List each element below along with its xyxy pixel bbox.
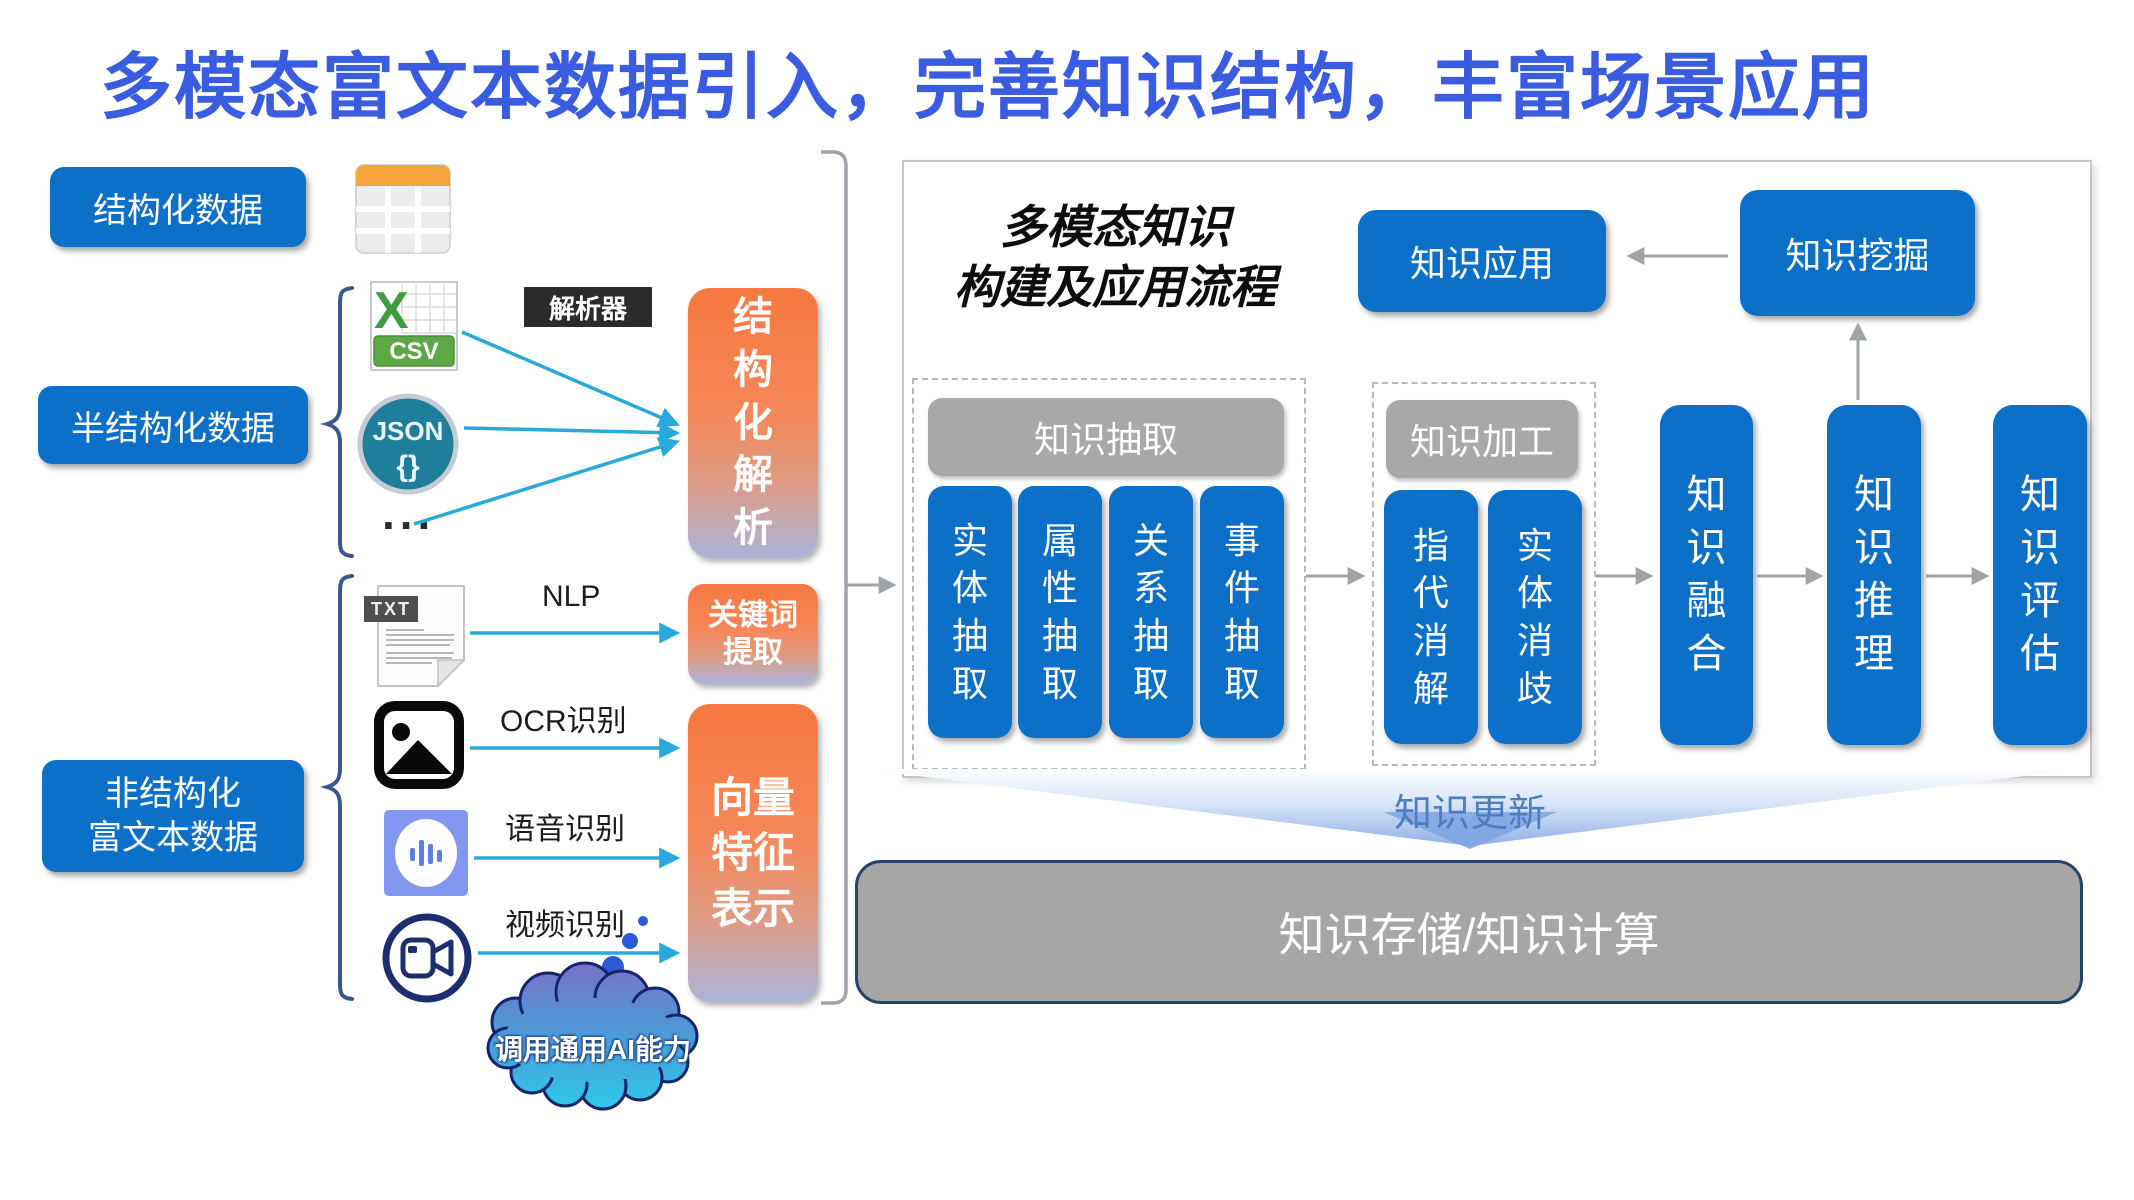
panel-title: 多模态知识 构建及应用流程 <box>954 201 1276 313</box>
node-structured-data: 结构化数据 <box>50 167 306 247</box>
ai-cloud-shape <box>486 916 699 1111</box>
bracket-left-outputs <box>821 150 848 1005</box>
node-keyword-extraction: 关键词提取 <box>688 584 818 684</box>
brace-semi-structured <box>320 286 354 558</box>
header-knowledge-refinement: 知识加工 <box>1386 400 1578 478</box>
node-knowledge-evaluation: 知识评估 <box>1993 405 2087 745</box>
json-braces: {} <box>396 450 420 483</box>
node-knowledge-application: 知识应用 <box>1358 210 1606 312</box>
group-knowledge-refinement <box>1372 382 1596 766</box>
table-grid-icon <box>355 164 451 254</box>
node-knowledge-mining: 知识挖掘 <box>1740 190 1975 316</box>
csv-spreadsheet-icon: X CSV <box>370 281 458 371</box>
node-knowledge-fusion: 知识融合 <box>1660 405 1753 745</box>
image-icon <box>374 701 464 789</box>
node-attribute-extraction: 属性抽取 <box>1018 486 1102 738</box>
json-circle-icon: JSON {} <box>357 393 459 495</box>
node-knowledge-reasoning: 知识推理 <box>1827 405 1921 745</box>
node-coreference-resolution: 指代消解 <box>1384 490 1478 744</box>
txt-document-icon: TXT <box>364 585 466 688</box>
video-camera-icon <box>382 913 472 1003</box>
node-entity-disambiguation: 实体消歧 <box>1488 490 1582 744</box>
label-knowledge-update: 知识更新 <box>1393 793 1546 835</box>
csv-x-letter: X <box>374 282 409 340</box>
knowledge-update-chevron <box>862 769 2080 849</box>
more-sources-ellipsis: ... <box>382 487 436 539</box>
arrow-json-to-parse <box>463 422 681 444</box>
brace-unstructured <box>320 574 354 1001</box>
node-semi-structured-data: 半结构化数据 <box>38 386 308 464</box>
node-event-extraction: 事件抽取 <box>1200 486 1284 738</box>
json-text: JSON <box>373 416 444 446</box>
node-relation-extraction: 关系抽取 <box>1109 486 1193 738</box>
page-title: 多模态富文本数据引入，完善知识结构，丰富场景应用 <box>100 48 1877 128</box>
cloud-label: 调用通用AI能力 <box>494 1034 691 1065</box>
arrow-csv-to-parse <box>461 330 680 428</box>
label-video-recognition: 视频识别 <box>505 909 625 942</box>
label-speech-recognition: 语音识别 <box>505 813 625 846</box>
header-knowledge-extraction: 知识抽取 <box>928 398 1284 476</box>
audio-wave-icon <box>384 810 468 896</box>
label-nlp: NLP <box>542 580 601 613</box>
txt-badge: TXT <box>371 599 411 619</box>
node-vector-feature: 向量特征表示 <box>688 704 818 1002</box>
csv-banner-text: CSV <box>389 338 438 365</box>
node-unstructured-data: 非结构化 富文本数据 <box>42 760 304 872</box>
node-knowledge-storage: 知识存储/知识计算 <box>855 860 2083 1004</box>
node-entity-extraction: 实体抽取 <box>928 486 1012 738</box>
node-structural-parse: 结构化解析 <box>688 288 818 558</box>
label-ocr: OCR识别 <box>500 705 627 738</box>
parser-tag: 解析器 <box>524 287 652 327</box>
